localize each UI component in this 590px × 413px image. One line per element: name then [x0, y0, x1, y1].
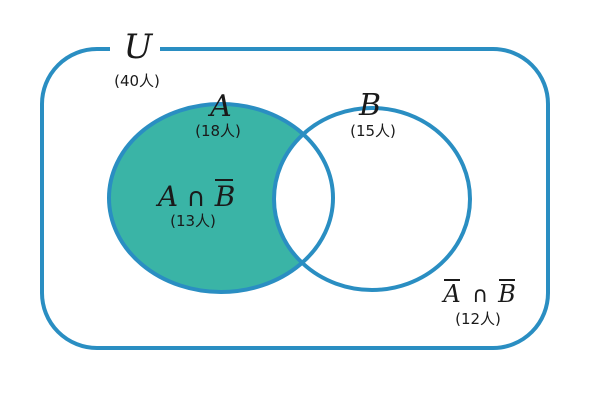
universe-label: U [124, 27, 154, 67]
universe-label-gap [110, 40, 160, 58]
region-neither-intersect: ∩ [472, 283, 488, 308]
set-a-label: A [207, 89, 232, 124]
region-neither-label: A ∩ B (12人) [441, 279, 516, 328]
region-a-not-b-count: (13人) [170, 212, 216, 230]
universe-box [40, 47, 550, 350]
universe-count: (40人) [114, 72, 160, 90]
region-a-not-b-label: A ∩ B (13人) [155, 179, 236, 230]
region-neither-set-b: B [497, 280, 516, 308]
region-a-not-b-intersect: ∩ [186, 183, 205, 213]
region-neither-set-a: A [441, 280, 460, 308]
region-a-not-b [109, 104, 333, 292]
set-b-label: B [358, 88, 381, 123]
set-b-count: (15人) [350, 122, 396, 140]
region-neither-count: (12人) [455, 310, 501, 328]
region-a-not-b-set-a: A [155, 180, 178, 213]
set-a-circle [107, 102, 335, 294]
region-a-not-b-set-b: B [214, 180, 236, 213]
set-a-count: (18人) [195, 122, 241, 140]
set-b-circle [272, 106, 472, 292]
